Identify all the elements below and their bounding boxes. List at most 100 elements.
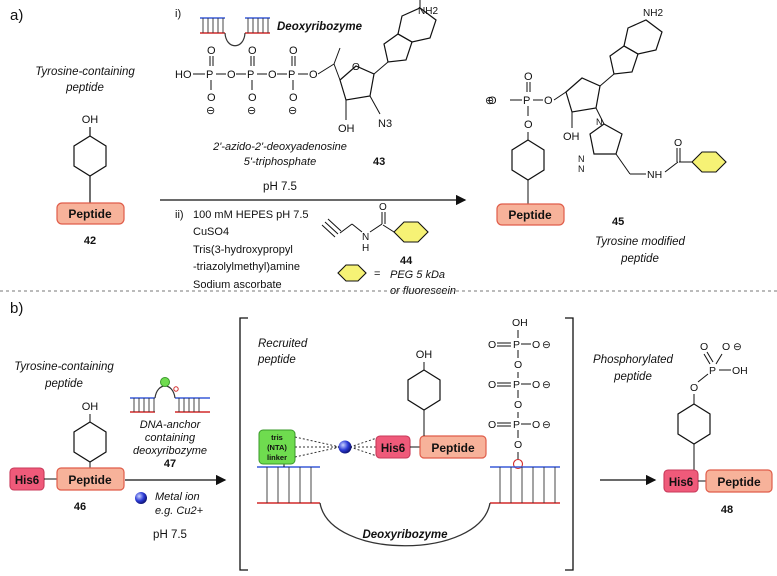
- phenyl-ring: [73, 421, 107, 463]
- dna-duplex-right: [490, 466, 560, 504]
- hexagon-substituent: [691, 151, 727, 173]
- recruited-complex: Recruited peptide tris (NTA) linker His6: [239, 317, 574, 571]
- panel-b-conditions: DNA-anchor containing deoxyribozyme 47 M…: [125, 377, 227, 541]
- peptide-box: [496, 203, 565, 226]
- compound-number-45: 45: [612, 216, 624, 228]
- p-label: P: [288, 69, 295, 81]
- p-label: P: [206, 69, 213, 81]
- oh-label: OH: [563, 131, 580, 143]
- triphosphate-43: HO P O O ⊖ O P O O ⊖ O P O O ⊖: [175, 0, 438, 135]
- complex-caption: peptide: [257, 354, 296, 366]
- deoxyribozyme-loop: [319, 502, 491, 547]
- substrate-46: Tyrosine-containing peptide OH His6 Pept…: [9, 361, 125, 513]
- anchor-caption: DNA-anchor: [140, 419, 202, 431]
- legend-text: or fluorescein: [390, 285, 456, 297]
- left-bracket: [239, 317, 248, 571]
- oh-label: OH: [338, 123, 355, 135]
- adenine-imidazole: [609, 45, 639, 75]
- anchor-caption: containing: [145, 432, 196, 444]
- ph-label: pH 7.5: [263, 181, 297, 193]
- nh2-label: NH2: [418, 6, 438, 17]
- minus-sign: ⊖: [206, 105, 215, 117]
- product-caption: peptide: [613, 371, 652, 383]
- condition-line: 100 mM HEPES pH 7.5: [193, 209, 309, 221]
- alkyne-reagent-44: N H O: [321, 202, 429, 254]
- deoxyribozyme-label: Deoxyribozyme: [362, 529, 448, 541]
- complex-caption: Recruited: [258, 338, 308, 350]
- nh2-label: NH2: [643, 8, 663, 19]
- h-label: H: [362, 243, 369, 254]
- substrate-caption: peptide: [44, 378, 83, 390]
- o-label: O: [309, 69, 318, 81]
- his6-label: His6: [381, 443, 405, 455]
- dna-duplex-left: [257, 452, 320, 504]
- peptide-box: [56, 202, 125, 225]
- product-caption: Phosphorylated: [593, 354, 674, 366]
- hydroxyl-label: OH: [82, 401, 99, 413]
- minus-sign: ⊖: [288, 105, 297, 117]
- peptide-box: [705, 469, 773, 493]
- ring-oxygen: O: [352, 62, 360, 73]
- condition-line: Tris(3-hydroxypropyl: [193, 244, 293, 256]
- p-label: P: [247, 69, 254, 81]
- o-label: O: [248, 45, 257, 57]
- compound-43-name: 5'-triphosphate: [244, 156, 316, 168]
- o-label: O: [488, 379, 496, 391]
- minus-sign: ⊖: [542, 339, 551, 351]
- nucleotide-marker: [512, 458, 524, 470]
- peptide-label: Peptide: [717, 475, 761, 489]
- ribose-ring: [339, 65, 375, 101]
- o-label: O: [524, 71, 533, 83]
- product-caption: Tyrosine modified: [595, 236, 686, 248]
- step-i-conditions: i) Deoxyribozyme HO P O O: [175, 0, 438, 193]
- o-label: O: [289, 92, 298, 104]
- step-ii-label: ii): [175, 209, 184, 221]
- ho-label: HO: [175, 69, 192, 81]
- o-label: O: [532, 379, 540, 391]
- compound-number-46: 46: [74, 501, 86, 513]
- p-label: P: [513, 379, 520, 391]
- linker-label: linker: [267, 453, 287, 462]
- dna-triphosphate: OH O P O ⊖ O O P O ⊖ O O P O ⊖: [488, 317, 551, 470]
- o-label: O: [722, 341, 730, 353]
- hexagon-substituent: [393, 221, 429, 243]
- minus-sign: ⊖: [542, 379, 551, 391]
- o-label: O: [674, 137, 682, 149]
- hydroxyl-label: OH: [416, 349, 433, 361]
- o-label: O: [488, 339, 496, 351]
- peptide-label: Peptide: [431, 441, 475, 455]
- metal-ion-icon: [338, 440, 352, 454]
- o-label: O: [532, 419, 540, 431]
- azide-label: N3: [378, 118, 392, 130]
- condition-line: Sodium ascorbate: [193, 279, 282, 291]
- o-label: O: [207, 45, 216, 57]
- compound-number-44: 44: [400, 255, 413, 267]
- legend-text: PEG 5 kDa: [390, 269, 445, 281]
- metal-caption: e.g. Cu2+: [155, 505, 204, 517]
- metal-caption: Metal ion: [155, 491, 200, 503]
- panel-a-label: a): [10, 7, 23, 24]
- condition-line: CuSO4: [193, 226, 229, 238]
- adenine-pyrimidine: [623, 19, 663, 55]
- o-label: O: [532, 339, 540, 351]
- linker-label: (NTA): [267, 443, 287, 452]
- o-label: O: [488, 419, 496, 431]
- compound-number-48: 48: [721, 504, 733, 516]
- peptide-label: Peptide: [508, 208, 552, 222]
- hexagon-legend-icon: [337, 264, 367, 282]
- minus-sign: ⊖: [733, 341, 742, 353]
- o-label: O: [268, 69, 277, 81]
- deoxyribozyme-label: Deoxyribozyme: [277, 21, 363, 33]
- coordination-lines: [294, 436, 381, 458]
- peptide-label: Peptide: [68, 473, 112, 487]
- o-label: O: [514, 399, 522, 411]
- product-48: Phosphorylated peptide O O ⊖ P OH O His6…: [593, 341, 773, 516]
- oh-label: OH: [512, 317, 528, 329]
- his6-label: His6: [669, 477, 693, 489]
- hydroxyl-label: OH: [82, 114, 99, 126]
- substrate-caption: Tyrosine-containing: [14, 361, 114, 373]
- o-label: O: [379, 202, 387, 213]
- legend-equals: =: [374, 268, 380, 280]
- p-label: P: [523, 95, 530, 107]
